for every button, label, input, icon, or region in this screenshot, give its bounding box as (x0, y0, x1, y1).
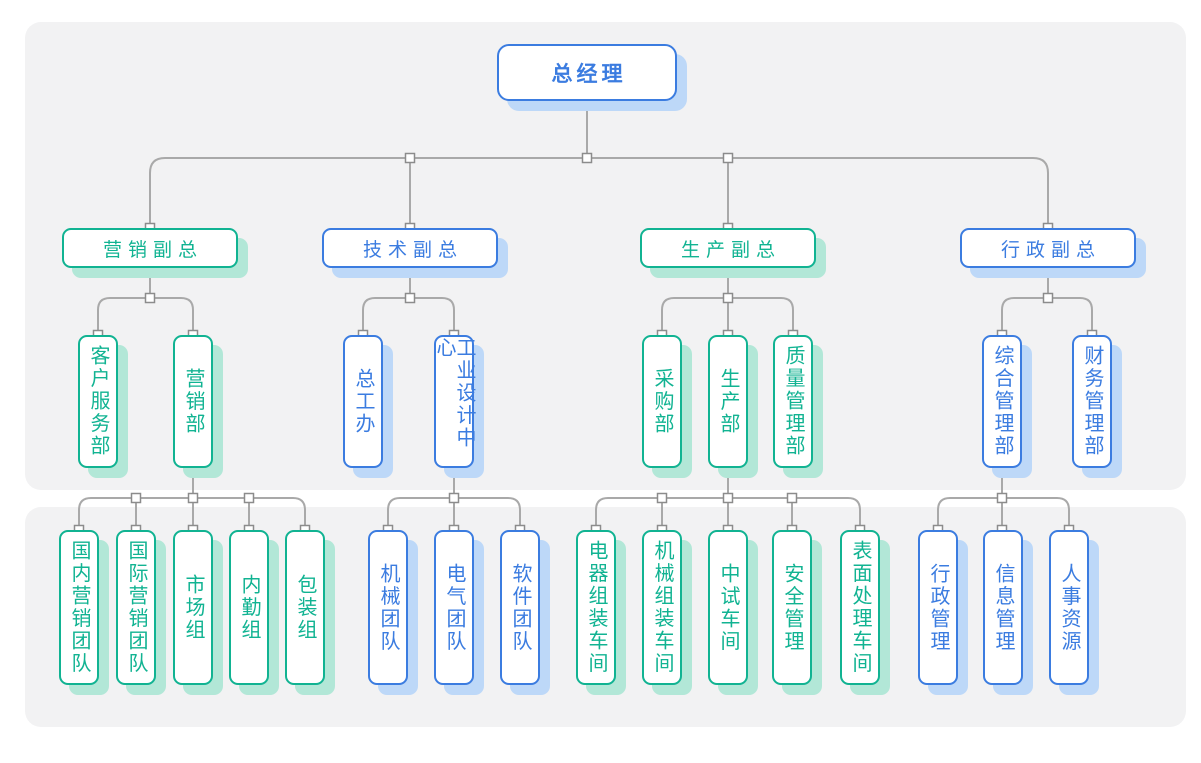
node-software-team[interactable]: 软件团队 (500, 530, 540, 685)
node-safety-mgmt-label: 安全管理 (781, 562, 803, 653)
node-market-group-label: 市场组 (182, 573, 204, 642)
node-production-vp-label: 生产副总 (680, 239, 781, 261)
node-hr-label: 人事资源 (1058, 562, 1080, 653)
node-general-mgmt-dept-label: 综合管理部 (991, 345, 1013, 458)
connector-handle[interactable] (786, 492, 798, 504)
node-mechanical-team[interactable]: 机械团队 (368, 530, 408, 685)
node-office-support-group[interactable]: 内勤组 (229, 530, 269, 685)
node-production-dept-label: 生产部 (717, 367, 739, 436)
connector-handle[interactable] (996, 492, 1008, 504)
node-finance-mgmt-dept-label: 财务管理部 (1081, 345, 1103, 458)
node-market-group[interactable]: 市场组 (173, 530, 213, 685)
node-chief-engineer-office[interactable]: 总工办 (343, 335, 383, 468)
node-production-dept[interactable]: 生产部 (708, 335, 748, 468)
node-purchasing-dept-label: 采购部 (651, 367, 673, 436)
node-marketing-vp[interactable]: 营销副总 (62, 228, 238, 268)
node-mechanical-assembly-shop[interactable]: 机械组装车间 (642, 530, 682, 685)
node-electrical-team[interactable]: 电气团队 (434, 530, 474, 685)
node-surface-treatment-shop-label: 表面处理车间 (849, 540, 871, 675)
node-hr[interactable]: 人事资源 (1049, 530, 1089, 685)
node-packaging-group[interactable]: 包装组 (285, 530, 325, 685)
node-industrial-design-center[interactable]: 工业设计中心 (433, 335, 475, 468)
node-admin-vp-label: 行政副总 (1000, 239, 1101, 261)
node-customer-service-dept[interactable]: 客户服务部 (78, 335, 118, 468)
node-mechanical-team-label: 机械团队 (377, 562, 399, 653)
node-marketing-dept-label: 营销部 (182, 367, 204, 436)
connector-handle[interactable] (722, 492, 734, 504)
node-software-team-label: 软件团队 (509, 562, 531, 653)
node-ceo[interactable]: 总经理 (497, 44, 677, 101)
node-pilot-test-shop-label: 中试车间 (717, 562, 739, 653)
node-domestic-marketing-team[interactable]: 国内营销团队 (59, 530, 99, 685)
node-packaging-group-label: 包装组 (294, 573, 316, 642)
connector-handle[interactable] (1042, 292, 1054, 304)
connector-handle[interactable] (656, 492, 668, 504)
node-quality-mgmt-dept[interactable]: 质量管理部 (773, 335, 813, 468)
node-marketing-vp-label: 营销副总 (102, 239, 203, 261)
node-intl-marketing-team-label: 国际营销团队 (125, 540, 147, 675)
connector-handle[interactable] (404, 292, 416, 304)
node-info-mgmt-label: 信息管理 (992, 562, 1014, 653)
node-industrial-design-center-label: 工业设计中心 (433, 337, 475, 450)
connector-handle[interactable] (581, 152, 593, 164)
node-pilot-test-shop[interactable]: 中试车间 (708, 530, 748, 685)
node-general-mgmt-dept[interactable]: 综合管理部 (982, 335, 1022, 468)
connector-lines (78, 101, 1093, 530)
node-info-mgmt[interactable]: 信息管理 (983, 530, 1023, 685)
connector-handle[interactable] (722, 152, 734, 164)
node-production-vp[interactable]: 生产副总 (640, 228, 816, 268)
node-electrical-assembly-shop[interactable]: 电器组装车间 (576, 530, 616, 685)
node-admin-vp[interactable]: 行政副总 (960, 228, 1136, 268)
node-admin-mgmt[interactable]: 行政管理 (918, 530, 958, 685)
node-ceo-label: 总经理 (551, 62, 627, 86)
connector-handle[interactable] (144, 292, 156, 304)
connector-handle[interactable] (448, 492, 460, 504)
connector-handle[interactable] (722, 292, 734, 304)
connector-handle[interactable] (187, 492, 199, 504)
connector-handle[interactable] (404, 152, 416, 164)
node-electrical-assembly-shop-label: 电器组装车间 (585, 540, 607, 675)
node-tech-vp[interactable]: 技术副总 (322, 228, 498, 268)
node-surface-treatment-shop[interactable]: 表面处理车间 (840, 530, 880, 685)
node-finance-mgmt-dept[interactable]: 财务管理部 (1072, 335, 1112, 468)
node-admin-mgmt-label: 行政管理 (927, 562, 949, 653)
connector-handle[interactable] (243, 492, 255, 504)
node-tech-vp-label: 技术副总 (362, 239, 463, 261)
node-safety-mgmt[interactable]: 安全管理 (772, 530, 812, 685)
node-office-support-group-label: 内勤组 (238, 573, 260, 642)
node-electrical-team-label: 电气团队 (443, 562, 465, 653)
node-chief-engineer-office-label: 总工办 (352, 367, 374, 436)
node-mechanical-assembly-shop-label: 机械组装车间 (651, 540, 673, 675)
node-intl-marketing-team[interactable]: 国际营销团队 (116, 530, 156, 685)
node-marketing-dept[interactable]: 营销部 (173, 335, 213, 468)
node-domestic-marketing-team-label: 国内营销团队 (68, 540, 90, 675)
connector-handle[interactable] (130, 492, 142, 504)
node-quality-mgmt-dept-label: 质量管理部 (782, 345, 804, 458)
node-customer-service-dept-label: 客户服务部 (87, 345, 109, 458)
node-purchasing-dept[interactable]: 采购部 (642, 335, 682, 468)
